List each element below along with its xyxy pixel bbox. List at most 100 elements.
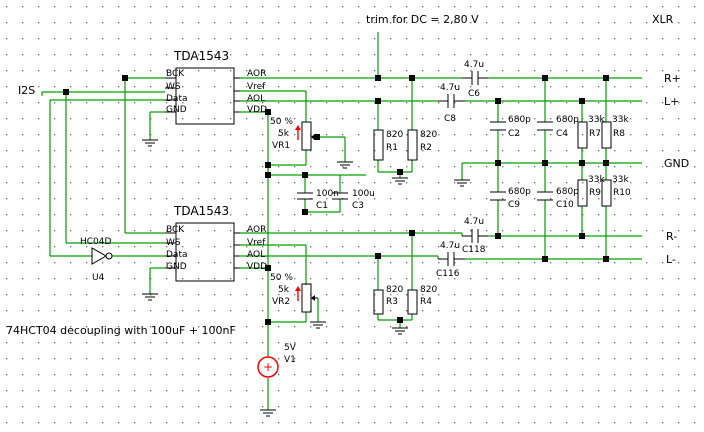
ground-icon [260, 409, 276, 417]
c10-value: 680p [556, 187, 579, 197]
output-r-plus: R+ [664, 72, 681, 85]
vr1-percent: 50 % [270, 117, 293, 127]
ground-icon [142, 293, 158, 301]
resistors-bottom: 820 R3 820 R4 [373, 285, 437, 315]
r8-value: 33k [612, 115, 629, 125]
chip-top-pin-bck: BCK [166, 69, 185, 79]
chip-bottom-pin-gnd: GND [166, 262, 187, 272]
chip-bottom-title: TDA1543 [173, 204, 229, 218]
r1-ref: R1 [386, 143, 398, 153]
ground-icon [142, 139, 158, 147]
connector-label: XLR [652, 13, 674, 26]
c118-ref: C118 [462, 245, 486, 255]
r3-ref: R3 [386, 297, 398, 307]
chip-top-pin-data: Data [166, 94, 188, 104]
dac-chip-bottom: TDA1543 BCK WS Data GND AOR Vref AOL VDD [165, 204, 267, 282]
c4-value: 680p [556, 115, 579, 125]
chip-bottom-pin-vdd: VDD [247, 262, 267, 272]
trimmer-vr2: 50 % 5k VR2 [270, 273, 318, 313]
ground-icon [310, 321, 326, 329]
output-l-minus: L- [666, 253, 676, 266]
r4-ref: R4 [420, 297, 432, 307]
r4-value: 820 [420, 285, 437, 295]
r10-ref: R10 [613, 188, 631, 198]
output-r-minus: R- [666, 230, 677, 243]
coupling-caps: 4.7u C6 4.7u C8 4.7u C118 4.7u C116 [436, 60, 488, 279]
c118-value: 4.7u [464, 217, 484, 227]
inverter-ref: U4 [92, 273, 105, 283]
trimmer-vr1: 50 % 5k VR1 [270, 117, 318, 151]
chip-top-pin-aor: AOR [247, 69, 266, 79]
chip-top-title: TDA1543 [173, 49, 229, 63]
chip-bottom-pin-bck: BCK [166, 225, 185, 235]
c9-value: 680p [508, 187, 531, 197]
r9-value: 33k [588, 175, 605, 185]
inverter-type: HC04D [80, 237, 112, 247]
r7-ref: R7 [589, 129, 601, 139]
filter-caps: 680p C2 680p C4 680p C9 680p C10 [490, 115, 579, 210]
chip-top-pin-gnd: GND [166, 105, 187, 115]
ground-icon [392, 327, 408, 335]
r1-value: 820 [386, 130, 403, 140]
r10-value: 33k [612, 175, 629, 185]
dac-chip-top: TDA1543 BCK WS Data GND AOR Vref AOL VDD [165, 49, 267, 125]
c3-ref: C3 [352, 201, 364, 211]
c1-value: 100n [316, 189, 339, 199]
chip-bottom-pin-aol: AOL [247, 250, 265, 260]
r2-ref: R2 [420, 143, 432, 153]
c10-ref: C10 [556, 200, 574, 210]
output-gnd: GND [664, 157, 689, 170]
c8-ref: C8 [444, 114, 456, 124]
c6-value: 4.7u [464, 60, 484, 70]
vr2-percent: 50 % [270, 273, 293, 283]
resistors-top: 820 R1 820 R2 [373, 129, 437, 161]
ground-symbols [142, 139, 470, 417]
c2-value: 680p [508, 115, 531, 125]
r3-value: 820 [386, 285, 403, 295]
input-label: I2S [18, 84, 35, 97]
chip-top-pin-ws: WS [166, 82, 181, 92]
r8-ref: R8 [613, 129, 625, 139]
junction-dots [63, 75, 609, 325]
ground-icon [392, 177, 408, 185]
output-l-plus: L+ [664, 95, 679, 108]
decoupling-caps: 100n C1 100u C3 [297, 189, 375, 211]
vr2-value: 5k [278, 285, 290, 295]
r2-value: 820 [420, 130, 437, 140]
r7-value: 33k [588, 115, 605, 125]
vr2-ref: VR2 [272, 297, 290, 307]
load-resistors: 33k R7 33k R8 33k R9 33k R10 [577, 115, 631, 207]
c1-ref: C1 [316, 201, 328, 211]
wires [41, 32, 642, 410]
ground-icon [454, 179, 470, 187]
chip-bottom-pin-vref: Vref [247, 238, 266, 248]
supply-v1: + 5V V1 [257, 343, 297, 378]
ground-icon [337, 161, 353, 169]
chip-bottom-pin-aor: AOR [247, 225, 266, 235]
c4-ref: C4 [556, 129, 568, 139]
decoupling-note: 74HCT04 decoupling with 100uF + 100nF [6, 324, 236, 337]
vr1-ref: VR1 [272, 141, 290, 151]
c116-ref: C116 [436, 269, 460, 279]
trim-note: trim for DC = 2,80 V [366, 13, 479, 26]
c8-value: 4.7u [440, 83, 460, 93]
inverter-u4: HC04D U4 [80, 237, 113, 283]
chip-bottom-pin-ws: WS [166, 238, 181, 248]
c116-value: 4.7u [440, 241, 460, 251]
chip-top-pin-vref: Vref [247, 82, 266, 92]
c3-value: 100u [352, 189, 375, 199]
supply-voltage: 5V [284, 343, 297, 353]
r9-ref: R9 [589, 188, 601, 198]
c6-ref: C6 [468, 89, 480, 99]
chip-top-pin-vdd: VDD [247, 105, 267, 115]
c9-ref: C9 [508, 200, 520, 210]
svg-text:+: + [263, 360, 273, 374]
c2-ref: C2 [508, 129, 520, 139]
vr1-value: 5k [278, 129, 290, 139]
supply-ref: V1 [284, 355, 296, 365]
chip-bottom-pin-data: Data [166, 250, 188, 260]
chip-top-pin-aol: AOL [247, 94, 265, 104]
